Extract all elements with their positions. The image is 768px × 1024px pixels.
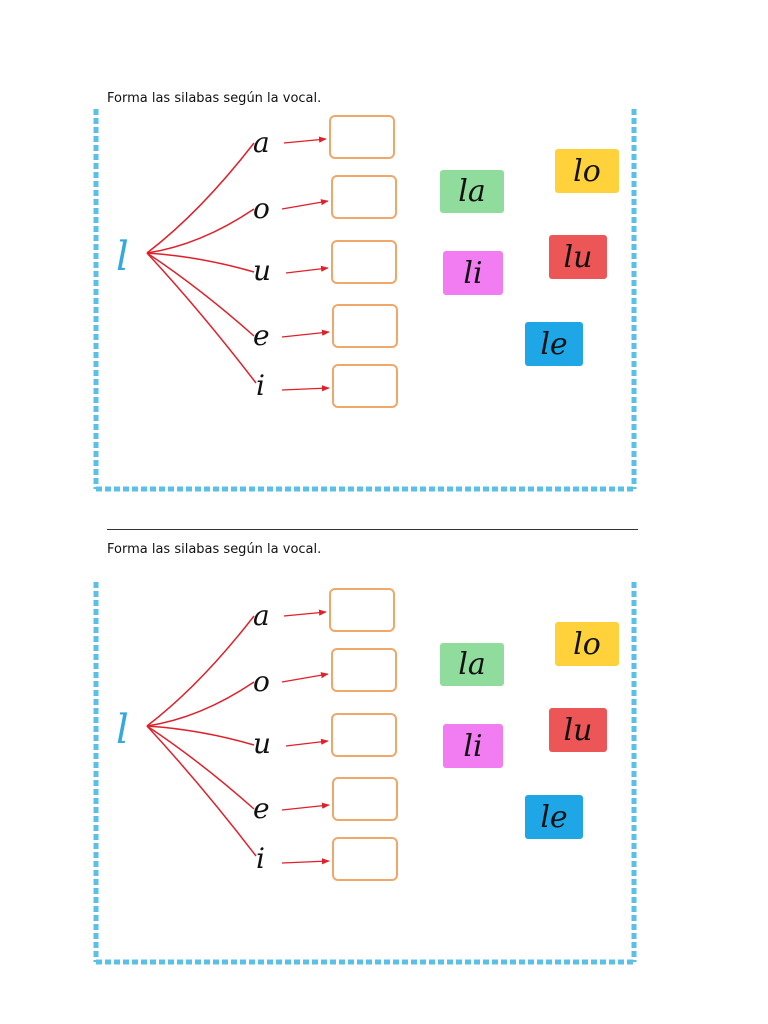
- tile-li[interactable]: li: [443, 251, 503, 295]
- dotted-frame: [93, 582, 637, 965]
- tile-lu[interactable]: lu: [549, 708, 607, 752]
- branch-lines: [146, 142, 257, 384]
- branch-lines: [146, 615, 257, 857]
- answer-box-o[interactable]: [331, 648, 397, 692]
- answer-box-o[interactable]: [331, 175, 397, 219]
- vowel-i: i: [256, 369, 265, 402]
- exercise-panel: l a o u e i la lo li lu le: [92, 107, 640, 495]
- tile-la[interactable]: la: [440, 643, 504, 686]
- instruction-text: Forma las silabas según la vocal.: [107, 542, 322, 557]
- vowel-arrows: [281, 609, 330, 865]
- answer-box-u[interactable]: [331, 240, 397, 284]
- vowel-o: o: [253, 192, 270, 225]
- root-letter: l: [116, 707, 129, 753]
- vowel-i: i: [256, 842, 265, 875]
- vowel-o: o: [253, 665, 270, 698]
- vowel-a: a: [253, 126, 270, 159]
- dotted-frame: [93, 109, 637, 492]
- tile-li[interactable]: li: [443, 724, 503, 768]
- instruction-text: Forma las silabas según la vocal.: [107, 91, 322, 106]
- answer-box-e[interactable]: [332, 777, 398, 821]
- tile-lu[interactable]: lu: [549, 235, 607, 279]
- root-letter: l: [116, 234, 129, 280]
- tile-la[interactable]: la: [440, 170, 504, 213]
- vowel-e: e: [253, 792, 270, 825]
- answer-box-u[interactable]: [331, 713, 397, 757]
- tile-lo[interactable]: lo: [555, 149, 619, 193]
- vowel-e: e: [253, 319, 270, 352]
- tile-le[interactable]: le: [525, 322, 583, 366]
- exercise-panel: l a o u e i la lo li lu le: [92, 580, 640, 968]
- tile-lo[interactable]: lo: [555, 622, 619, 666]
- separator-line: [107, 529, 638, 530]
- tile-le[interactable]: le: [525, 795, 583, 839]
- vowel-arrows: [281, 136, 330, 392]
- vowel-a: a: [253, 599, 270, 632]
- answer-box-a[interactable]: [329, 115, 395, 159]
- frame-and-arrows: [93, 582, 637, 965]
- answer-box-i[interactable]: [332, 837, 398, 881]
- answer-box-a[interactable]: [329, 588, 395, 632]
- vowel-u: u: [253, 254, 272, 287]
- answer-box-i[interactable]: [332, 364, 398, 408]
- answer-box-e[interactable]: [332, 304, 398, 348]
- vowel-u: u: [253, 727, 272, 760]
- frame-and-arrows: [93, 109, 637, 492]
